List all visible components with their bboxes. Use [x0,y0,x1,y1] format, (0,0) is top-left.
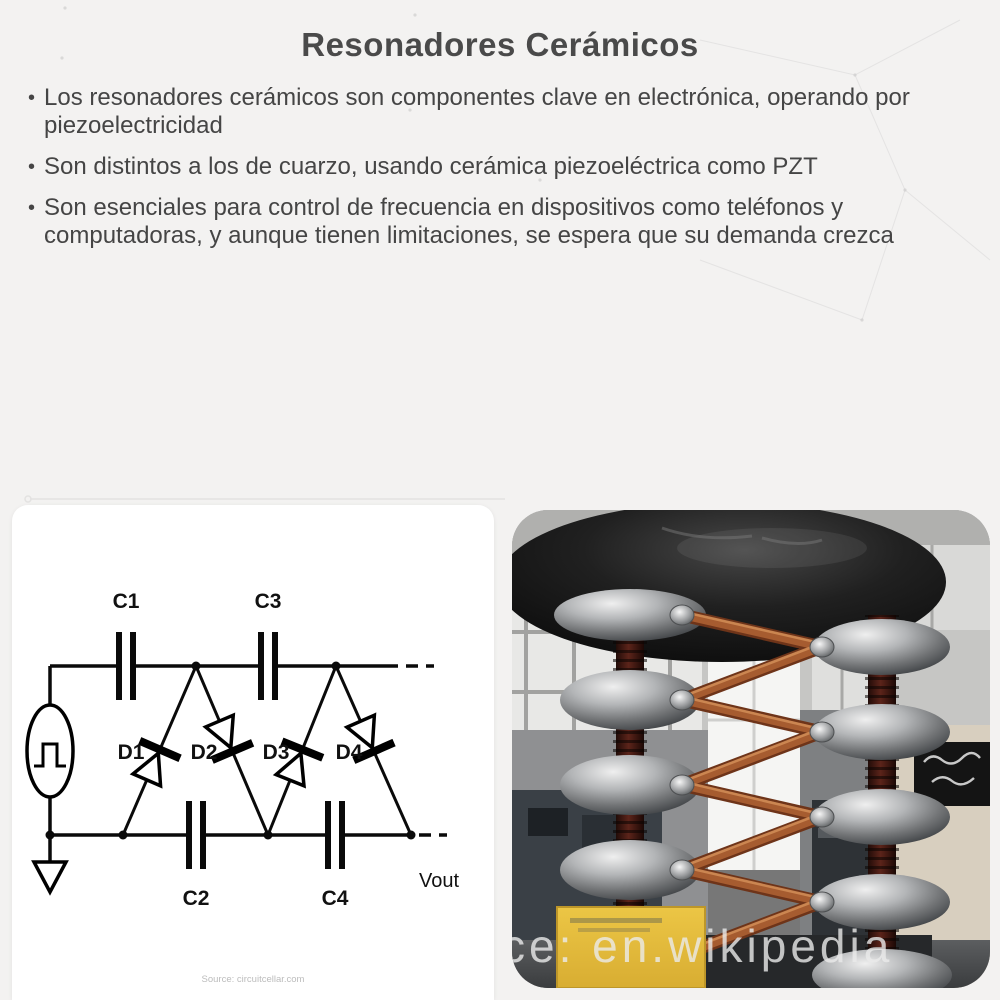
bullet-marker: • [28,87,36,109]
label-d1: D1 [118,741,145,764]
diode-d3 [272,737,325,789]
pulse-waveform-icon [34,742,66,768]
label-c1: C1 [113,590,140,613]
bullet-item: • Son esenciales para control de frecuen… [28,194,988,250]
copper-tubes [675,608,829,962]
generator-photo: ce: en.wikipedia [512,510,990,988]
bullet-text: Son esenciales para control de frecuenci… [44,194,894,249]
circuit-diagram-card: C1 C3 C2 C4 D1 D2 D3 D4 Vout Source: cir… [12,505,494,1000]
bullet-marker: • [28,156,36,178]
diode-d1 [129,737,182,789]
bullet-item: • Los resonadores cerámicos son componen… [28,84,988,140]
corona-rings-right [812,619,952,988]
label-c3: C3 [255,590,282,613]
label-d4: D4 [336,741,363,764]
bullet-marker: • [28,197,36,219]
diode-d2 [202,712,255,764]
label-vout: Vout [419,870,459,892]
tube-clamps [669,604,835,966]
circuit-nodes [45,661,416,840]
page-title: Resonadores Cerámicos [301,26,699,63]
label-d2: D2 [191,741,218,764]
capacitor-c4 [325,801,345,869]
bullet-text: Los resonadores cerámicos son componente… [44,84,910,139]
pulse-source [25,703,75,799]
photo-card: ce: en.wikipedia [512,510,990,988]
circuit-wires [48,662,447,862]
yellow-placard [556,906,706,988]
bullet-list: • Los resonadores cerámicos son componen… [28,84,988,263]
capacitor-c2 [186,801,206,869]
label-d3: D3 [263,741,290,764]
bullet-item: • Son distintos a los de cuarzo, usando … [28,153,988,181]
photo-watermark: ce: en.wikipedia [512,920,893,972]
diagram-source-caption: Source: circuitcellar.com [202,974,305,985]
capacitor-c3 [258,632,278,700]
bullet-text: Son distintos a los de cuarzo, usando ce… [44,153,818,180]
ground-symbol [31,860,69,896]
label-c2: C2 [183,887,210,910]
label-c4: C4 [322,887,349,910]
diode-d4 [343,712,396,764]
circuit-diagram: C1 C3 C2 C4 D1 D2 D3 D4 Vout Source: cir… [25,590,459,985]
capacitor-c1 [116,632,136,700]
